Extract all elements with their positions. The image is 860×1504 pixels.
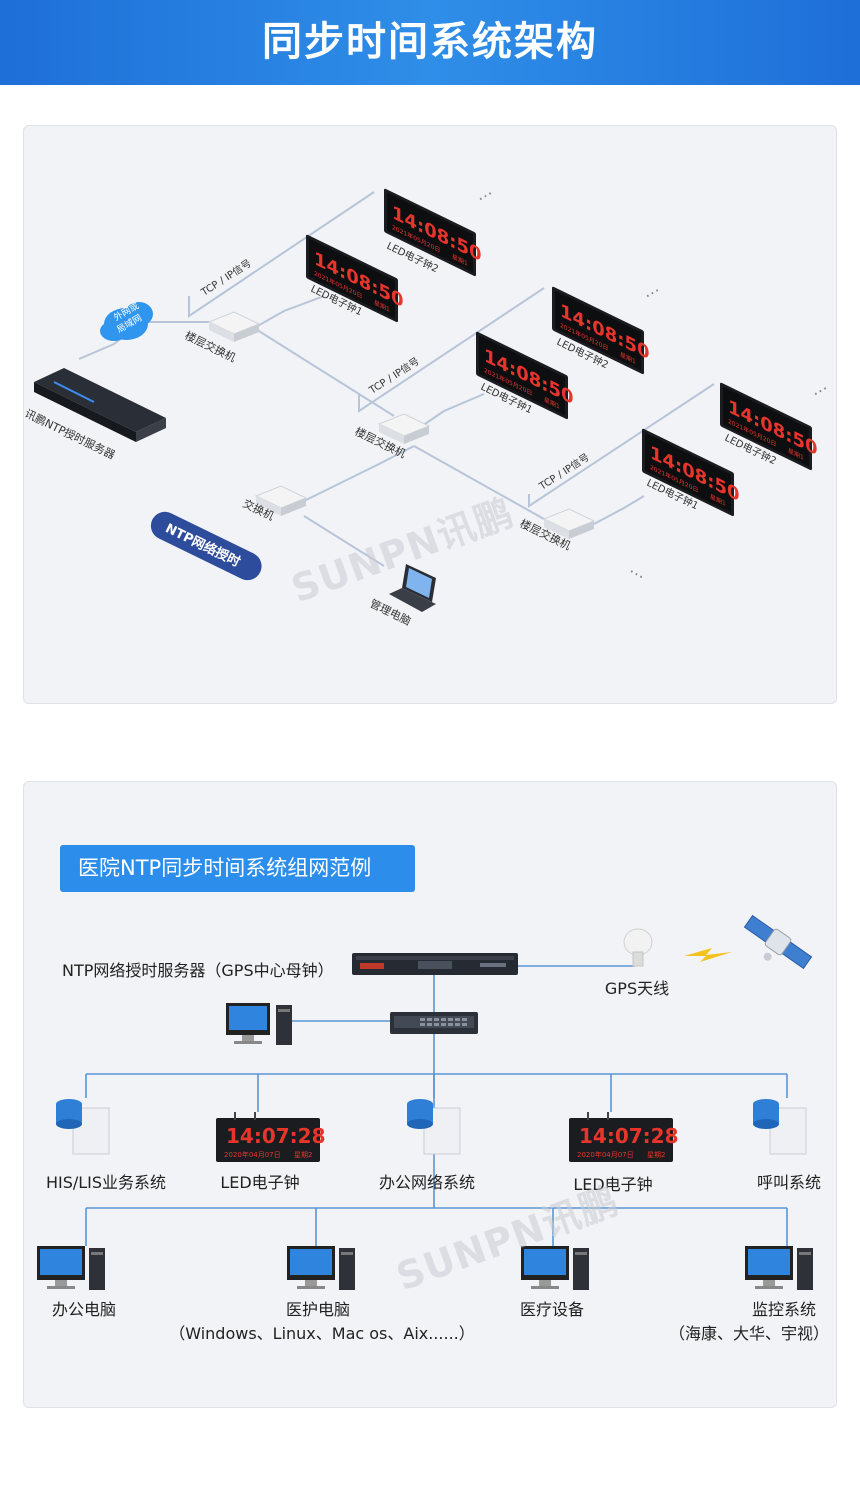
architecture-panel: 讯鹏NTP授时服务器 外网或 局域网 楼层交换机 楼层交换机 楼层交换机 交换机… xyxy=(23,125,837,704)
switch-4 xyxy=(254,485,308,516)
satellite-icon xyxy=(743,914,813,970)
desktop-computer-icon xyxy=(226,1003,292,1045)
server-icon-office xyxy=(407,1099,461,1155)
architecture-diagram: 讯鹏NTP授时服务器 外网或 局域网 楼层交换机 楼层交换机 楼层交换机 交换机… xyxy=(23,180,830,628)
surveillance-brands-label: （海康、大华、宇视） xyxy=(668,1324,830,1343)
desktop-computer-icon xyxy=(521,1246,589,1290)
call-system-label: 呼叫系统 xyxy=(756,1173,822,1192)
hospital-network-lines xyxy=(85,965,788,1246)
laptop-icon xyxy=(389,564,436,612)
cloud-icon xyxy=(100,302,153,341)
led-clock-date: 2020年04月07日 xyxy=(224,1150,281,1159)
gps-antenna-icon xyxy=(623,928,653,967)
section-banner: 医院NTP同步时间系统组网范例 xyxy=(60,845,415,892)
ntp-server xyxy=(34,368,166,442)
led-clock-label-2: LED电子钟 xyxy=(573,1175,653,1194)
led-clock-week: 星期2 xyxy=(294,1151,312,1159)
his-lis-label: HIS/LIS业务系统 xyxy=(45,1173,167,1192)
medical-pc-label: 医护电脑 xyxy=(285,1300,351,1319)
led-clock-2: 14:07:28 2020年04月07日 星期2 xyxy=(569,1112,679,1162)
ntp-server-label: NTP网络授时服务器（GPS中心母钟） xyxy=(62,961,334,980)
led-clock-label-1: LED电子钟 xyxy=(220,1173,300,1192)
ntp-server-rack xyxy=(352,953,518,975)
server-icon-his xyxy=(56,1099,110,1155)
page-title: 同步时间系统架构 xyxy=(262,19,598,65)
led-clock-week: 星期2 xyxy=(647,1151,665,1159)
office-network-label: 办公网络系统 xyxy=(378,1173,476,1192)
floor-switch-2 xyxy=(377,413,431,444)
led-clock-1: 14:07:28 2020年04月07日 星期2 xyxy=(216,1112,326,1162)
desktop-computer-icon xyxy=(745,1246,813,1290)
led-clock-date: 2020年04月07日 xyxy=(577,1150,634,1159)
led-clock-time: 14:07:28 xyxy=(226,1124,326,1148)
gps-antenna-label: GPS天线 xyxy=(604,979,670,998)
server-icon-call xyxy=(753,1099,807,1155)
office-pc-label: 办公电脑 xyxy=(51,1300,117,1319)
floor-switch-3 xyxy=(542,508,596,539)
floor-switch-1 xyxy=(207,311,261,342)
desktop-computer-icon xyxy=(37,1246,105,1290)
lightning-icon xyxy=(684,948,732,962)
led-clock-time: 14:07:28 xyxy=(579,1124,679,1148)
surveillance-label: 监控系统 xyxy=(751,1300,817,1319)
desktop-computer-icon xyxy=(287,1246,355,1290)
medical-pc-os-label: （Windows、Linux、Mac os、Aix......） xyxy=(169,1324,475,1343)
network-switch xyxy=(390,1012,478,1034)
header-banner: 同步时间系统架构 xyxy=(0,0,860,85)
medical-device-label: 医疗设备 xyxy=(519,1300,585,1319)
